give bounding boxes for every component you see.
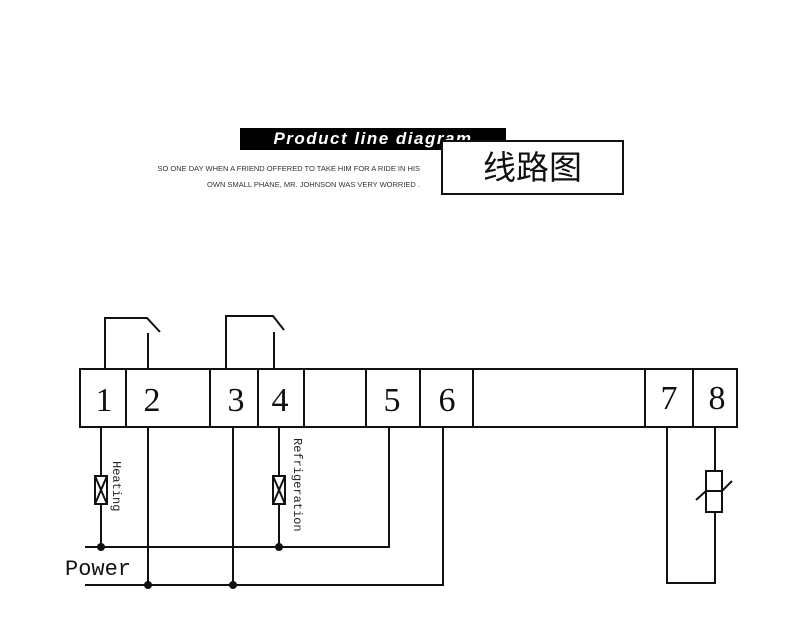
terminal-7-label: 7 bbox=[661, 380, 678, 417]
subtitle-line-1: SO ONE DAY WHEN A FRIEND OFFERED TO TAKE… bbox=[157, 164, 420, 173]
terminal-8-label: 8 bbox=[709, 380, 726, 417]
diagram-title: Product line diagram bbox=[240, 128, 506, 150]
refrigeration-label: Refrigeration bbox=[290, 438, 304, 532]
temperature-sensor-7-8 bbox=[666, 427, 733, 584]
junction-dots bbox=[97, 543, 283, 589]
terminal-4-label: 4 bbox=[272, 382, 289, 419]
terminal-5-label: 5 bbox=[384, 382, 401, 419]
subtitle-line-2: OWN SMALL PHANE, MR. JOHNSON WAS VERY WO… bbox=[207, 180, 420, 189]
terminal-6-label: 6 bbox=[439, 382, 456, 419]
power-bus-lower bbox=[85, 427, 444, 586]
heating-label: Heating bbox=[109, 461, 123, 511]
power-label: Power bbox=[65, 557, 131, 582]
relay-contact-3-4 bbox=[225, 315, 285, 369]
power-bus-upper bbox=[85, 427, 390, 548]
terminal-strip bbox=[79, 368, 738, 428]
chinese-title-box: 线路图 bbox=[441, 140, 624, 195]
terminal-3-label: 3 bbox=[228, 382, 245, 419]
relay-contact-1-2 bbox=[104, 317, 161, 369]
terminal-2-label: 2 bbox=[144, 382, 161, 419]
terminal-1-label: 1 bbox=[96, 382, 113, 419]
